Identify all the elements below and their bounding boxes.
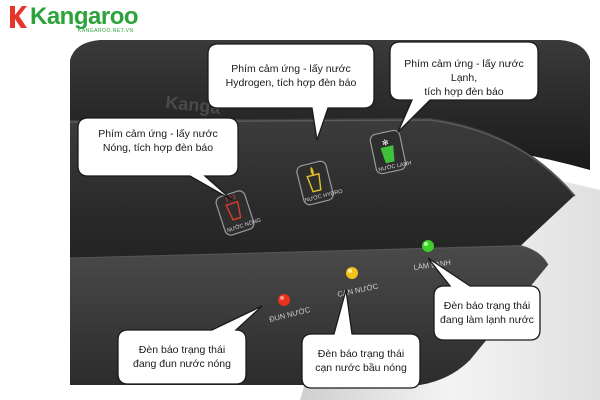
lower-band-edge bbox=[69, 245, 549, 266]
logo-wordmark: Kangaroo bbox=[30, 3, 139, 30]
kangaroo-logo: Kangaroo KANGAROO.NET.VN bbox=[8, 4, 158, 40]
low-water-led bbox=[346, 267, 358, 279]
hydrogen-key-callout-text: Phím cảm ứng - lấy nước Hydrogen, tích h… bbox=[225, 63, 357, 89]
hydrogen-cup-icon bbox=[306, 166, 322, 193]
low-water-led-callout-text: Đèn báo trạng thái cạn nước bầu nóng bbox=[315, 348, 407, 374]
cold-key-callout-text: Phím cảm ứng - lấy nước Lạnh, tích hợp đ… bbox=[404, 58, 524, 98]
cold-cup-icon: ✻ bbox=[380, 138, 395, 164]
hot-key-callout-text: Phím cảm ứng - lấy nước Nóng, tích hợp đ… bbox=[98, 128, 218, 154]
cold-water-button[interactable]: ✻ NƯỚC LẠNH bbox=[369, 128, 412, 175]
low-water-led-callout-bubble bbox=[301, 289, 421, 389]
logo-website: KANGAROO.NET.VN bbox=[78, 28, 134, 34]
svg-text:✻: ✻ bbox=[381, 138, 390, 148]
heating-led-callout-text: Đèn báo trạng thái đang đun nước nóng bbox=[133, 344, 231, 370]
cold-key-callout-bubble bbox=[389, 41, 539, 133]
cooling-led-callout-text: Đèn báo trạng thái đang làm lạnh nước bbox=[440, 300, 534, 326]
cooling-led bbox=[422, 240, 434, 252]
heating-led bbox=[278, 294, 290, 306]
hydrogen-key-callout-bubble bbox=[207, 43, 375, 141]
heating-led-callout-bubble bbox=[117, 305, 263, 385]
cooling-led-callout-bubble bbox=[427, 257, 541, 341]
panel-edge-highlight bbox=[69, 119, 576, 197]
hot-key-callout-bubble bbox=[77, 117, 239, 201]
kangaroo-k-icon bbox=[10, 6, 27, 28]
